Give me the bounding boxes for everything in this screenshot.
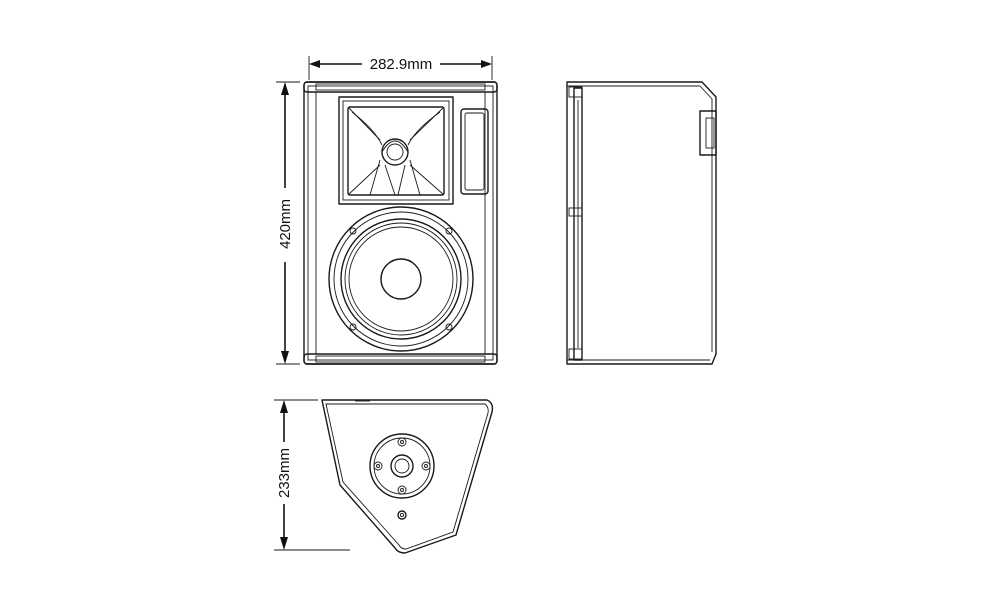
woofer-screw: [349, 227, 357, 235]
horn-throat: [381, 138, 409, 166]
woofer-surround: [340, 218, 462, 340]
height-label: 420mm: [277, 199, 294, 249]
front-bottom-rail: [303, 353, 498, 365]
horn-tweeter: [338, 96, 454, 205]
bass-port: [460, 108, 489, 195]
woofer: [328, 206, 474, 352]
woofer-screw: [445, 227, 453, 235]
woofer-screw: [349, 323, 357, 331]
woofer-dust-cap: [380, 258, 422, 300]
front-top-handle: [315, 83, 486, 91]
side-view: [566, 81, 717, 365]
front-top-rail: [303, 81, 498, 93]
side-front-baffle: [573, 87, 583, 361]
width-dimension: 282.9mm: [308, 56, 493, 80]
front-cabinet-inner-edge: [307, 85, 494, 361]
depth-label: 233mm: [276, 448, 293, 498]
horn-frame: [338, 96, 454, 205]
top-cabinet-outline: [321, 399, 494, 554]
pole-mount-plate: [369, 433, 435, 499]
depth-dimension: 233mm: [274, 399, 350, 551]
width-label: 282.9mm: [370, 56, 433, 73]
front-view: [303, 81, 498, 365]
top-view: [321, 399, 494, 554]
pole-mount-hole: [390, 454, 414, 478]
woofer-screw: [445, 323, 453, 331]
front-bottom-handle: [315, 355, 486, 363]
side-handle: [699, 110, 717, 156]
woofer-frame: [328, 206, 474, 352]
side-cabinet-outline: [566, 81, 717, 365]
rigging-point: [397, 510, 407, 520]
height-dimension: 420mm: [276, 81, 300, 365]
